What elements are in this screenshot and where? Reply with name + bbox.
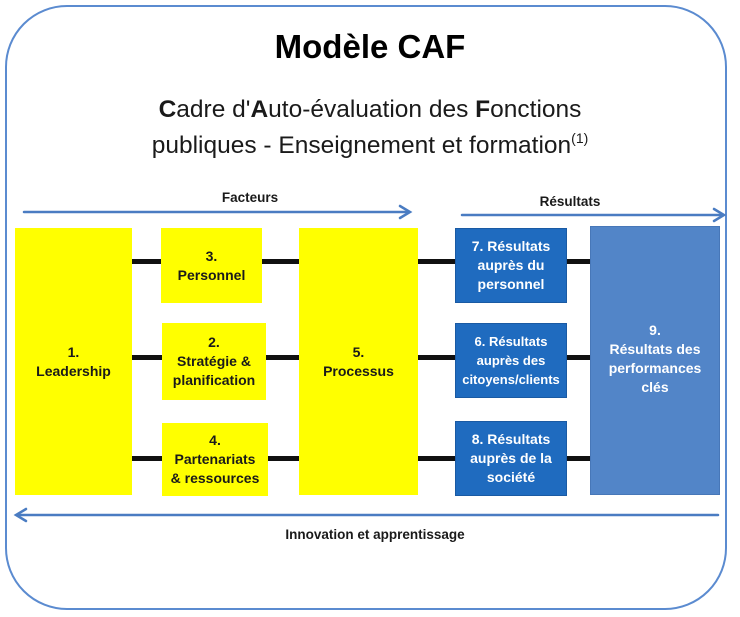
connector	[567, 456, 591, 461]
connector	[418, 355, 456, 360]
diagram-subtitle: Cadre d'Auto-évaluation des Fonctions pu…	[0, 92, 740, 164]
connector	[132, 456, 164, 461]
processus-box: 5. Processus	[299, 228, 418, 495]
subtitle-line-1: Cadre d'Auto-évaluation des Fonctions	[158, 96, 582, 123]
leadership-box: 1. Leadership	[15, 228, 132, 495]
connector	[266, 355, 300, 360]
facteurs-label: Facteurs	[221, 190, 279, 205]
resultats-personnel-box: 7. Résultats auprès du personnel	[455, 228, 567, 303]
diagram-title: Modèle CAF	[274, 28, 466, 65]
resultats-cles-box: 9. Résultats des performances clés	[590, 226, 720, 495]
connector	[262, 259, 300, 264]
connector	[418, 456, 456, 461]
rounded-frame	[5, 5, 727, 610]
connector	[132, 259, 162, 264]
connector	[567, 259, 591, 264]
resultats-citoyens-box: 6. Résultats auprès des citoyens/clients	[455, 323, 567, 398]
strategie-box: 2. Stratégie & planification	[162, 323, 266, 400]
innovation-label: Innovation et apprentissage	[285, 527, 465, 542]
personnel-box: 3. Personnel	[161, 228, 262, 303]
connector	[268, 456, 300, 461]
subtitle-line-2: publiques - Enseignement et formation(1)	[151, 130, 589, 159]
connector	[132, 355, 164, 360]
connector	[418, 259, 456, 264]
footnote-marker: (1)	[571, 130, 589, 146]
resultats-label: Résultats	[539, 194, 601, 209]
resultats-societe-box: 8. Résultats auprès de la société	[455, 421, 567, 496]
partenariats-box: 4. Partenariats & ressources	[162, 423, 268, 496]
connector	[567, 355, 591, 360]
